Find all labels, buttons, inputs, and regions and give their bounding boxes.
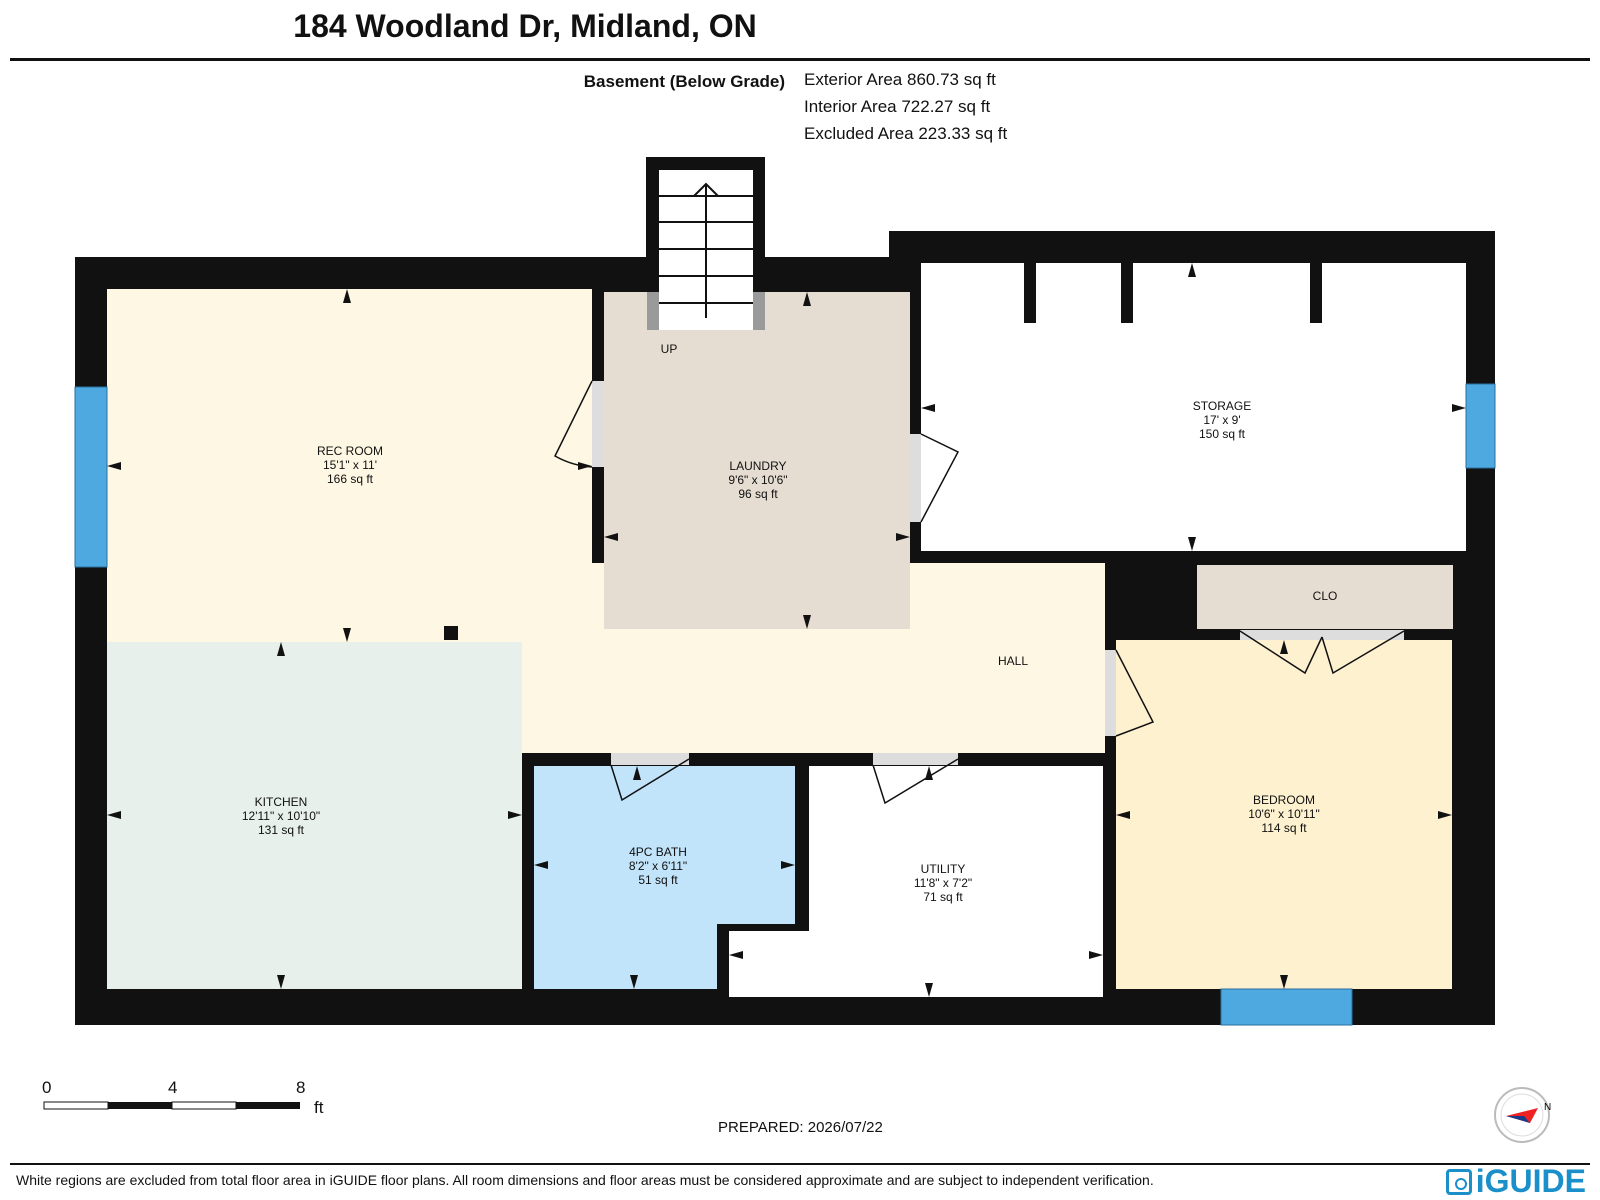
- utility-floor-lower: [729, 931, 1103, 997]
- window: [74, 386, 108, 568]
- svg-text:17' x 9': 17' x 9': [1203, 413, 1240, 427]
- compass-icon: N: [1494, 1087, 1551, 1143]
- room-kitchen: KITCHEN 12'11" x 10'10" 131 sq ft: [242, 795, 320, 837]
- svg-text:166 sq ft: 166 sq ft: [327, 472, 374, 486]
- room-bedroom: BEDROOM 10'6" x 10'11" 114 sq ft: [1248, 793, 1320, 835]
- column: [444, 626, 458, 640]
- prepared-date: PREPARED: 2026/07/22: [718, 1119, 883, 1136]
- scale-unit: ft: [314, 1098, 324, 1117]
- room-laundry: LAUNDRY 9'6" x 10'6" 96 sq ft: [728, 459, 787, 501]
- room-4pc-bath: 4PC BATH 8'2" x 6'11" 51 sq ft: [629, 845, 687, 887]
- window: [1220, 988, 1353, 1026]
- stairs-label: UP: [661, 342, 678, 356]
- svg-text:STORAGE: STORAGE: [1193, 399, 1251, 413]
- svg-text:96 sq ft: 96 sq ft: [738, 487, 778, 501]
- scale-bar: 0 4 8 ft: [42, 1078, 342, 1138]
- utility-floor: [809, 766, 1103, 931]
- title-divider: [10, 58, 1590, 61]
- footer-divider: [10, 1163, 1590, 1165]
- bedroom-floor: [1116, 640, 1452, 989]
- storage-stub: [1310, 263, 1322, 323]
- disclaimer: White regions are excluded from total fl…: [16, 1172, 1154, 1188]
- svg-text:BEDROOM: BEDROOM: [1253, 793, 1315, 807]
- scale-tick-4: 4: [168, 1078, 178, 1097]
- svg-text:10'6" x 10'11": 10'6" x 10'11": [1248, 807, 1320, 821]
- svg-text:9'6" x 10'6": 9'6" x 10'6": [728, 473, 787, 487]
- interior-area: Interior Area 722.27 sq ft: [804, 97, 991, 116]
- svg-text:REC ROOM: REC ROOM: [317, 444, 383, 458]
- storage-stub: [1121, 263, 1133, 323]
- closet-label: CLO: [1313, 589, 1338, 603]
- brand-name: iGUIDE: [1475, 1163, 1586, 1199]
- room-utility: UTILITY 11'8" x 7'2" 71 sq ft: [914, 862, 972, 904]
- scale-tick-8: 8: [296, 1078, 306, 1097]
- svg-text:UTILITY: UTILITY: [921, 862, 966, 876]
- svg-text:4PC BATH: 4PC BATH: [629, 845, 687, 859]
- door-swings: [554, 380, 1405, 805]
- svg-text:8'2" x 6'11": 8'2" x 6'11": [629, 859, 687, 873]
- storage-stub: [1024, 263, 1036, 323]
- window: [1465, 383, 1496, 469]
- floor-plan: REC ROOM 15'1" x 11' 166 sq ft LAUNDRY 9…: [74, 157, 1496, 1026]
- svg-text:N: N: [1544, 1102, 1551, 1113]
- svg-text:LAUNDRY: LAUNDRY: [729, 459, 786, 473]
- excluded-area: Excluded Area 223.33 sq ft: [804, 124, 1008, 143]
- svg-text:51 sq ft: 51 sq ft: [638, 873, 678, 887]
- svg-text:15'1" x 11': 15'1" x 11': [323, 458, 377, 472]
- exterior-area: Exterior Area 860.73 sq ft: [804, 70, 996, 89]
- staircase: [647, 170, 765, 330]
- storage-floor: [921, 263, 1466, 551]
- kitchen-floor: [107, 642, 522, 989]
- brand-logo: iGUIDE: [1445, 1163, 1586, 1200]
- room-rec-room: REC ROOM 15'1" x 11' 166 sq ft: [317, 444, 383, 486]
- room-storage: STORAGE 17' x 9' 150 sq ft: [1193, 399, 1251, 441]
- svg-text:131 sq ft: 131 sq ft: [258, 823, 305, 837]
- scale-tick-0: 0: [42, 1078, 52, 1097]
- svg-text:12'11" x 10'10": 12'11" x 10'10": [242, 809, 320, 823]
- laundry-floor: [604, 292, 910, 629]
- svg-text:11'8" x 7'2": 11'8" x 7'2": [914, 876, 972, 890]
- svg-text:150 sq ft: 150 sq ft: [1199, 427, 1246, 441]
- svg-text:71 sq ft: 71 sq ft: [923, 890, 963, 904]
- hall-label: HALL: [998, 654, 1028, 668]
- svg-text:KITCHEN: KITCHEN: [255, 795, 308, 809]
- dimension-arrows: [107, 263, 1466, 997]
- floor-name: Basement (Below Grade): [583, 72, 785, 91]
- svg-text:114 sq ft: 114 sq ft: [1261, 821, 1307, 835]
- page-title: 184 Woodland Dr, Midland, ON: [293, 8, 757, 44]
- closet-floor: [1197, 565, 1453, 629]
- iguide-logo-icon: [1445, 1168, 1472, 1195]
